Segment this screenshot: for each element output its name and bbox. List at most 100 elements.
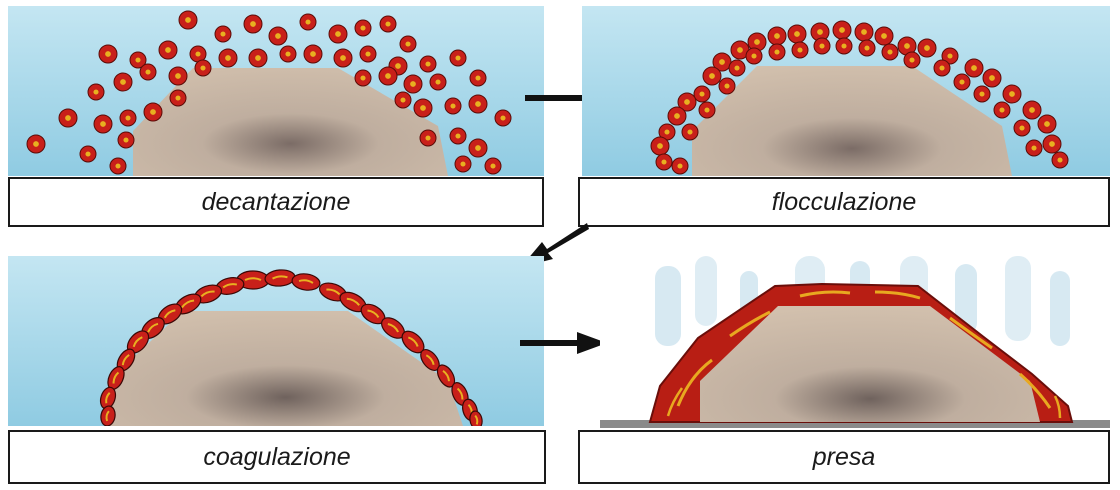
particle-core — [677, 163, 683, 169]
particle-core — [360, 75, 366, 81]
particle-core — [425, 61, 431, 67]
particle-core — [861, 29, 867, 35]
particle-core — [367, 309, 380, 319]
particle-core — [971, 65, 977, 71]
particle-core — [326, 288, 341, 296]
particle-core — [442, 369, 450, 382]
particle-core — [185, 17, 191, 23]
particle-core — [687, 129, 693, 135]
particle-core — [150, 109, 156, 115]
particle-core — [500, 115, 506, 121]
particle-core — [841, 43, 847, 49]
particle-core — [285, 51, 291, 57]
particle-core — [947, 53, 953, 59]
particle-core — [407, 336, 419, 347]
particle-core — [904, 43, 910, 49]
particle-core — [310, 51, 316, 57]
particle-core — [222, 283, 238, 289]
particle-core — [1031, 145, 1037, 151]
particle-core — [456, 387, 464, 400]
particle-core — [175, 73, 181, 79]
caption-flocculazione: flocculazione — [578, 177, 1110, 227]
rock-shape — [133, 68, 448, 176]
particle-core — [200, 65, 206, 71]
particle-core — [475, 145, 481, 151]
particle-core — [490, 163, 496, 169]
particle-core — [275, 33, 281, 39]
particle-core — [105, 51, 111, 57]
panel-decantazione — [8, 6, 544, 176]
particles-coagulated — [99, 269, 483, 426]
particle-core — [657, 143, 663, 149]
particle-core — [1019, 125, 1025, 131]
particle-core — [305, 19, 311, 25]
particle-core — [734, 65, 740, 71]
particle-core — [819, 43, 825, 49]
particle-core — [335, 31, 341, 37]
particle-core — [255, 55, 261, 61]
particle-core — [664, 129, 670, 135]
particle-core — [387, 323, 400, 333]
particle-core — [175, 95, 181, 101]
particle-core — [939, 65, 945, 71]
particle-core — [200, 290, 215, 298]
particle-core — [135, 57, 141, 63]
particle-core — [475, 101, 481, 107]
particle-core — [737, 47, 743, 53]
flocculazione-illustration — [582, 6, 1110, 176]
particles-dispersed — [26, 10, 512, 175]
particle-core — [864, 45, 870, 51]
particle-core — [839, 27, 845, 33]
particle-core — [1049, 141, 1055, 147]
particle-core — [1057, 157, 1063, 163]
particle-core — [125, 115, 131, 121]
caption-coagulazione: coagulazione — [8, 430, 546, 484]
particle-core — [724, 83, 730, 89]
particle-core — [425, 354, 435, 365]
particle-core — [346, 297, 360, 306]
ground-line — [600, 420, 1110, 428]
panel-coagulazione — [8, 256, 544, 426]
stage-label: presa — [812, 442, 876, 471]
particle-core — [225, 55, 231, 61]
particle-core — [999, 107, 1005, 113]
particle-core — [93, 89, 99, 95]
particle-core — [435, 79, 441, 85]
particle-core — [924, 45, 930, 51]
particle-core — [881, 33, 887, 39]
particle-core — [460, 161, 466, 167]
particle-core — [450, 103, 456, 109]
particle-core — [120, 79, 126, 85]
particle — [100, 405, 116, 426]
particle-core — [360, 25, 366, 31]
arrow-right-icon — [520, 332, 607, 354]
particle-core — [65, 115, 71, 121]
particle-core — [163, 309, 176, 319]
particle-core — [774, 33, 780, 39]
panel-flocculazione — [582, 6, 1110, 176]
particle-core — [244, 277, 262, 281]
particle-core — [989, 75, 995, 81]
particle-core — [405, 41, 411, 47]
particle-core — [385, 73, 391, 79]
particle-core — [661, 159, 667, 165]
particle-core — [674, 113, 680, 119]
particle-core — [112, 371, 120, 384]
particle-core — [100, 121, 106, 127]
particle-core — [455, 55, 461, 61]
caption-decantazione: decantazione — [8, 177, 544, 227]
particle-core — [699, 91, 705, 97]
stage-label: decantazione — [201, 187, 351, 216]
particle-core — [123, 137, 129, 143]
particle-core — [340, 55, 346, 61]
particle-core — [395, 63, 401, 69]
panel-presa — [600, 256, 1110, 428]
particle-core — [250, 21, 256, 27]
particle-core — [147, 322, 159, 333]
rock-shape — [692, 66, 1012, 176]
particle-core — [85, 151, 91, 157]
particle-core — [121, 354, 130, 366]
particle-core — [1044, 121, 1050, 127]
rock-shape — [700, 306, 1040, 422]
particle-core — [959, 79, 965, 85]
